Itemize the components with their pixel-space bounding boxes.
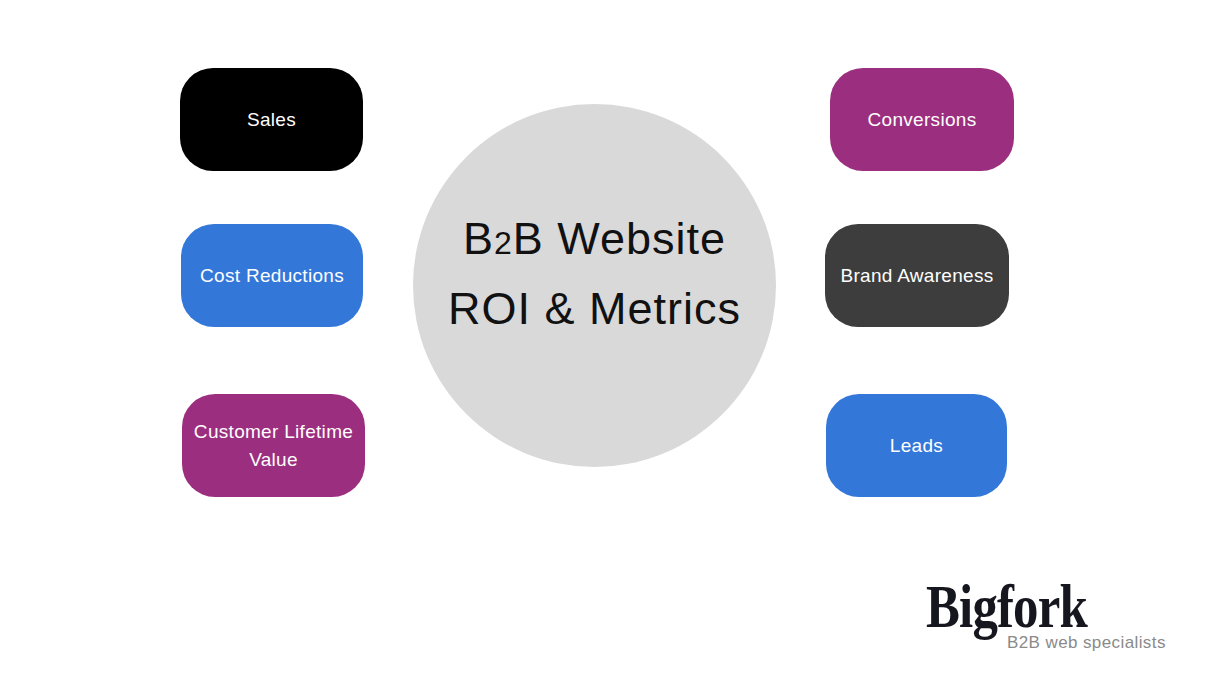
node-customer-lifetime-value-label: Customer Lifetime Value [192, 418, 355, 473]
node-leads: Leads [826, 394, 1007, 497]
center-circle: B2B Website ROI & Metrics [413, 104, 776, 467]
node-cost-reductions: Cost Reductions [181, 224, 363, 327]
node-sales: Sales [180, 68, 363, 171]
bigfork-logo-tagline: B2B web specialists [1007, 633, 1166, 653]
center-title-line2: ROI & Metrics [448, 276, 741, 342]
bigfork-logo-wordmark: Bigfork [926, 575, 1087, 637]
node-brand-awareness-label: Brand Awareness [840, 262, 993, 290]
node-brand-awareness: Brand Awareness [825, 224, 1009, 327]
node-sales-label: Sales [247, 106, 296, 134]
center-title-line1: B2B Website [448, 206, 741, 276]
bigfork-logo: Bigfork B2B web specialists [926, 575, 1122, 637]
node-conversions-label: Conversions [868, 106, 977, 134]
center-title: B2B Website ROI & Metrics [448, 206, 741, 342]
node-leads-label: Leads [890, 432, 943, 460]
node-customer-lifetime-value: Customer Lifetime Value [182, 394, 365, 497]
node-conversions: Conversions [830, 68, 1014, 171]
node-cost-reductions-label: Cost Reductions [200, 262, 344, 290]
